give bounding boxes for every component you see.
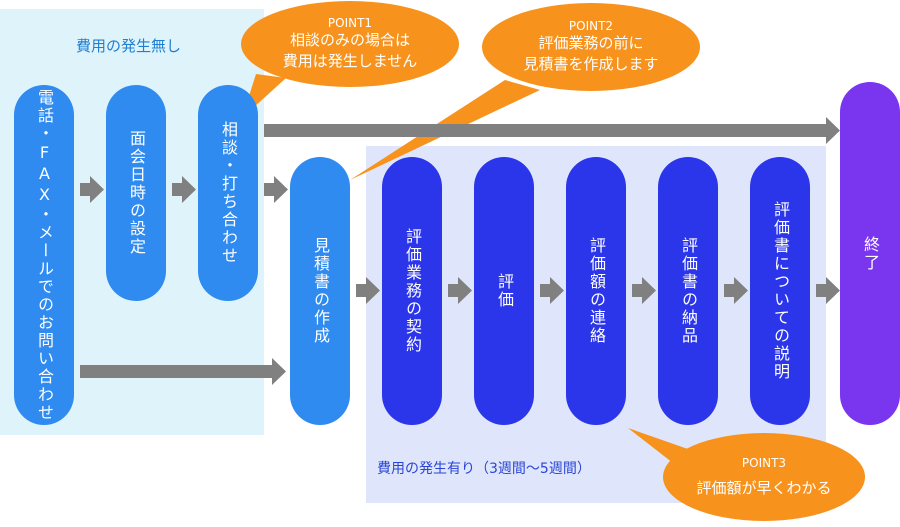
point2-line1: 評価業務の前に bbox=[538, 34, 644, 52]
step-end: 終了 bbox=[840, 82, 900, 425]
step-contact: 電話・FAX・メールでのお問い合わせ bbox=[14, 85, 74, 425]
step-evaluate: 評価 bbox=[474, 157, 534, 425]
arrow-deliver-explain bbox=[724, 277, 748, 304]
arrow-consult-estimate bbox=[264, 176, 288, 203]
point2-callout: POINT2 評価業務の前に 見積書を作成します bbox=[482, 3, 700, 91]
step-consult-label: 相談・打ち合わせ bbox=[219, 121, 238, 265]
step-notify-label: 評価額の連絡 bbox=[587, 237, 606, 345]
contact-to-estimate-arrow bbox=[80, 358, 286, 385]
arrow-estimate-contract bbox=[356, 277, 380, 304]
point3-line1: 評価額が早くわかる bbox=[696, 478, 832, 497]
point1-title: POINT1 bbox=[327, 16, 373, 30]
step-explain: 評価書についての説明 bbox=[750, 157, 810, 425]
arrow-explain-end bbox=[816, 277, 840, 304]
step-deliver-label: 評価書の納品 bbox=[679, 237, 698, 345]
point3-callout: POINT3 評価額が早くわかる bbox=[663, 433, 865, 521]
step-contract: 評価業務の契約 bbox=[382, 157, 442, 425]
point1-line1: 相談のみの場合は bbox=[289, 31, 410, 49]
step-consult: 相談・打ち合わせ bbox=[198, 85, 258, 301]
point3-title: POINT3 bbox=[741, 455, 787, 470]
cost-label: 費用の発生有り（3週間〜5週間） bbox=[377, 461, 591, 477]
arrow-contact-meeting bbox=[80, 176, 104, 203]
step-contract-label: 評価業務の契約 bbox=[403, 228, 422, 354]
arrow-contract-evaluate bbox=[448, 277, 472, 304]
step-notify: 評価額の連絡 bbox=[566, 157, 626, 425]
step-evaluate-label: 評価 bbox=[495, 273, 514, 309]
arrow-evaluate-notify bbox=[540, 277, 564, 304]
step-estimate: 見積書の作成 bbox=[290, 157, 350, 425]
point2-line2: 見積書を作成します bbox=[523, 55, 659, 73]
point2-title: POINT2 bbox=[568, 19, 614, 33]
step-meeting: 面会日時の設定 bbox=[106, 85, 166, 301]
step-end-label: 終了 bbox=[861, 235, 880, 272]
step-estimate-label: 見積書の作成 bbox=[311, 237, 330, 345]
arrow-meeting-consult bbox=[172, 176, 196, 203]
step-contact-label: 電話・FAX・メールでのお問い合わせ bbox=[35, 88, 54, 422]
step-deliver: 評価書の納品 bbox=[658, 157, 718, 425]
step-explain-label: 評価書についての説明 bbox=[771, 201, 790, 381]
skip-to-end-arrow bbox=[264, 117, 840, 144]
step-meeting-label: 面会日時の設定 bbox=[127, 130, 146, 256]
arrow-notify-deliver bbox=[632, 277, 656, 304]
point1-line2: 費用は発生しません bbox=[282, 52, 418, 70]
point1-callout: POINT1 相談のみの場合は 費用は発生しません bbox=[241, 1, 459, 87]
no-cost-label: 費用の発生無し bbox=[76, 37, 182, 55]
